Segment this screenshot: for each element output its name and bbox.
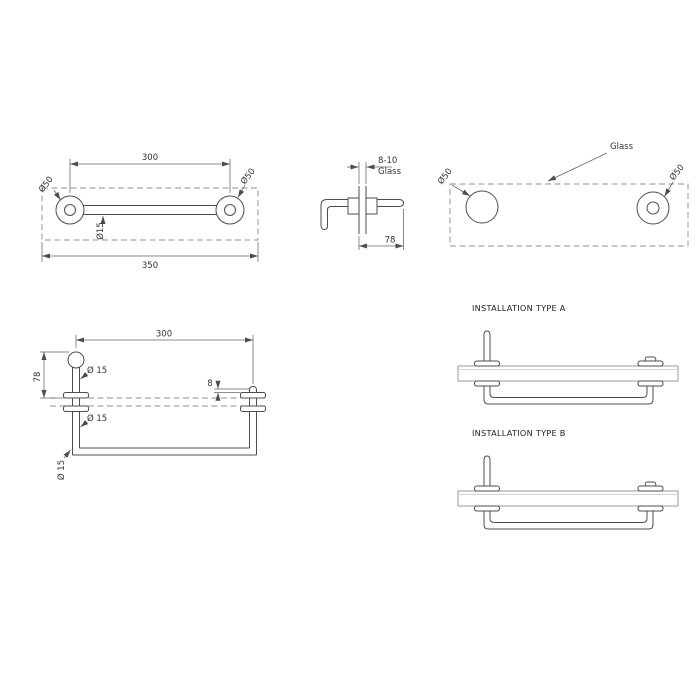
- dia15-label: Ø15: [95, 222, 106, 240]
- leader-line: [63, 449, 71, 459]
- dim-300-label: 300: [156, 330, 172, 340]
- glass-outline-dashed: [449, 183, 689, 247]
- post-top-knob: [67, 351, 85, 369]
- hook-arm: [320, 199, 348, 231]
- post-right: [249, 385, 257, 455]
- dia15-bar-label: Ø 15: [56, 460, 67, 480]
- washer-left-top: [474, 485, 500, 492]
- glass-label: Glass: [610, 142, 634, 152]
- washer-right-bottom: [240, 405, 266, 412]
- post-left: [483, 455, 491, 486]
- mount-circle-right-inner: [646, 201, 660, 215]
- dim-8-label: 8: [207, 379, 212, 389]
- dia15-post-callout: Ø 15: [80, 365, 107, 380]
- dim-300-label: 300: [142, 153, 158, 163]
- section-view: 300 78 Ø 15 Ø 15 8 Ø 15: [33, 330, 266, 480]
- washer-right-bottom: [637, 505, 664, 512]
- washer-right-top: [637, 485, 664, 492]
- towel-bar: [70, 205, 230, 215]
- dim-8-callout: 8: [207, 379, 250, 401]
- dia50-left-callout: Ø50: [435, 166, 471, 197]
- bar-inner: [489, 511, 648, 523]
- leader-line: [451, 184, 471, 197]
- dia50-left-callout: Ø50: [36, 174, 61, 201]
- bar-inner: [489, 386, 648, 398]
- bar-arm-end-cap: [398, 199, 405, 207]
- plan-view: Glass Ø50 Ø50: [435, 142, 689, 247]
- front-view: 300 350 Ø50 Ø50 Ø15: [36, 153, 259, 271]
- leader-line: [237, 184, 246, 198]
- installation-title-a: INSTALLATION TYPE A: [472, 303, 566, 313]
- dim-350-label: 350: [142, 261, 158, 271]
- depth-label: 78: [385, 236, 396, 246]
- leader-line: [664, 181, 674, 197]
- leader-line: [80, 372, 89, 380]
- dia15-callout: Ø15: [95, 216, 106, 240]
- dia15-mid-label: Ø 15: [87, 413, 107, 424]
- washer-left-top: [474, 360, 500, 367]
- dia50-right-callout: Ø50: [664, 162, 687, 197]
- side-view: 8-10 Glass 78: [320, 156, 405, 250]
- thickness-label: 8-10: [378, 156, 397, 166]
- mount-circle-left: [465, 190, 499, 224]
- glass-callout: Glass: [547, 142, 634, 182]
- installation-title-b: INSTALLATION TYPE B: [472, 428, 566, 438]
- washer-left-bottom: [63, 405, 89, 412]
- dim-300-section: 300: [75, 330, 254, 384]
- dia50-left-label: Ø50: [36, 174, 55, 195]
- installation-type-b: [457, 455, 679, 530]
- dim-78-section: 78: [33, 351, 69, 399]
- glass-outline-dashed: [41, 187, 259, 241]
- installation-type-a: [457, 330, 679, 405]
- mount-circle-right-inner: [224, 204, 236, 216]
- dim-glass-thickness: 8-10 Glass: [347, 156, 402, 184]
- dia15-post-label: Ø 15: [87, 365, 107, 376]
- bar-outer: [483, 386, 654, 405]
- leader-line: [547, 152, 608, 182]
- glass-shelf: [457, 490, 679, 507]
- washer-right-bottom: [637, 380, 664, 387]
- glass-shelf: [457, 365, 679, 382]
- dia15-bar-callout: Ø 15: [56, 449, 71, 480]
- washer-left-top: [63, 392, 89, 399]
- washer-right-top: [637, 360, 664, 367]
- clamp-right: [365, 197, 378, 215]
- mount-circle-left-inner: [64, 204, 76, 216]
- washer-left-bottom: [474, 505, 500, 512]
- dim-78-side: 78: [358, 209, 404, 250]
- dia50-right-label: Ø50: [238, 166, 257, 187]
- leader-line: [80, 420, 89, 428]
- dim-350-front: 350: [41, 242, 259, 271]
- washer-right-top: [240, 392, 266, 399]
- dia50-right-label: Ø50: [667, 162, 686, 183]
- washer-left-bottom: [474, 380, 500, 387]
- leader-line: [53, 189, 61, 201]
- dim-300-front: 300: [69, 153, 231, 193]
- glass-label: Glass: [378, 167, 402, 177]
- bar-outer: [483, 511, 654, 530]
- post-left: [483, 330, 491, 361]
- dim-78-label: 78: [33, 372, 43, 383]
- clamp-left: [347, 197, 360, 215]
- dia50-right-callout: Ø50: [237, 166, 258, 198]
- dia15-mid-callout: Ø 15: [80, 413, 107, 428]
